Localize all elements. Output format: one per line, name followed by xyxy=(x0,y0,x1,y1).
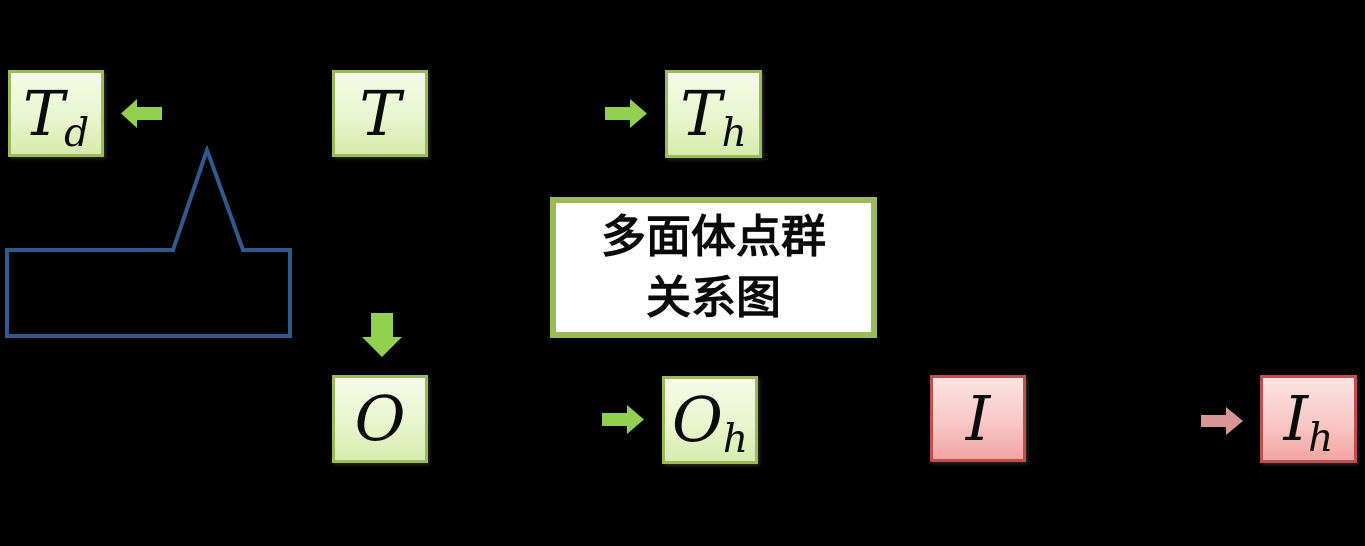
node-ih-label: Ih xyxy=(1284,388,1334,458)
block-arrow-left-icon xyxy=(121,99,162,128)
node-i-label: I xyxy=(966,387,991,450)
callout-outline xyxy=(5,146,292,338)
block-arrow-right-pink-shape xyxy=(1201,407,1243,435)
diagram-title-line2: 关系图 xyxy=(645,270,781,324)
node-ih-subscript: h xyxy=(1308,415,1334,461)
callout-up-pointer-icon xyxy=(5,146,292,338)
block-arrow-right-middle-icon xyxy=(602,405,644,434)
block-arrow-left-shape xyxy=(121,99,162,128)
node-th-label: Th xyxy=(680,83,747,153)
diagram-title-box: 多面体点群 关系图 xyxy=(550,197,877,338)
node-o: O xyxy=(332,375,428,463)
node-th-subscript: h xyxy=(721,110,747,156)
node-ih: Ih xyxy=(1260,375,1357,463)
node-t-base: T xyxy=(359,76,401,150)
node-o-base: O xyxy=(354,382,406,455)
node-th-base: T xyxy=(680,77,722,150)
node-td: Td xyxy=(8,70,104,157)
node-t: T xyxy=(332,70,428,157)
block-arrow-right-top-shape xyxy=(605,99,647,128)
block-arrow-right-pink-icon xyxy=(1201,407,1243,435)
node-oh-label: Oh xyxy=(672,389,748,459)
block-arrow-down-icon xyxy=(362,313,402,357)
node-ih-base: I xyxy=(1283,382,1309,455)
node-oh: Oh xyxy=(662,376,758,464)
node-td-label: Td xyxy=(23,82,89,152)
diagram-title-line1: 多面体点群 xyxy=(600,209,826,263)
node-th: Th xyxy=(665,70,762,158)
block-arrow-right-middle-shape xyxy=(602,405,644,434)
node-oh-subscript: h xyxy=(722,416,748,462)
block-arrow-right-top-icon xyxy=(605,99,647,128)
node-t-label: T xyxy=(359,82,400,145)
node-oh-base: O xyxy=(672,383,723,456)
node-td-base: T xyxy=(22,76,65,150)
node-i: I xyxy=(930,375,1026,462)
node-i-base: I xyxy=(965,381,991,455)
block-arrow-down-shape xyxy=(362,313,402,357)
node-td-subscript: d xyxy=(64,110,90,156)
node-o-label: O xyxy=(355,388,406,450)
